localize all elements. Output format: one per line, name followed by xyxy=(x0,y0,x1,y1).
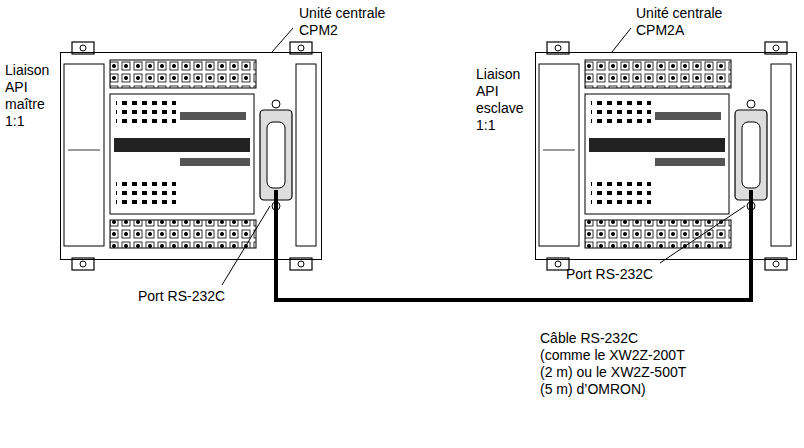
leader-line xyxy=(272,28,293,52)
rs232c-cable xyxy=(276,260,751,300)
cpm2a-unit xyxy=(535,42,797,270)
link-role-label: Liaison API maître 1:1 xyxy=(5,62,60,130)
cable-label: Câble RS-232C (comme le XW2Z-200T (2 m) … xyxy=(540,330,690,398)
leader-line xyxy=(660,206,745,263)
link-role-label: Liaison API esclave 1:1 xyxy=(476,66,534,134)
plc-unit: Unité centrale CPM2A xyxy=(535,52,797,260)
plc-unit: Unité centrale CPM2 xyxy=(60,52,322,260)
port-label: Port RS-232C xyxy=(138,288,248,305)
unit-heading: Unité centrale CPM2A xyxy=(636,5,751,39)
cpm2-unit xyxy=(60,42,322,270)
unit-heading: Unité centrale CPM2 xyxy=(299,5,409,39)
leader-line xyxy=(612,28,631,52)
port-label: Port RS-232C xyxy=(566,266,676,283)
leader-line xyxy=(222,206,270,285)
